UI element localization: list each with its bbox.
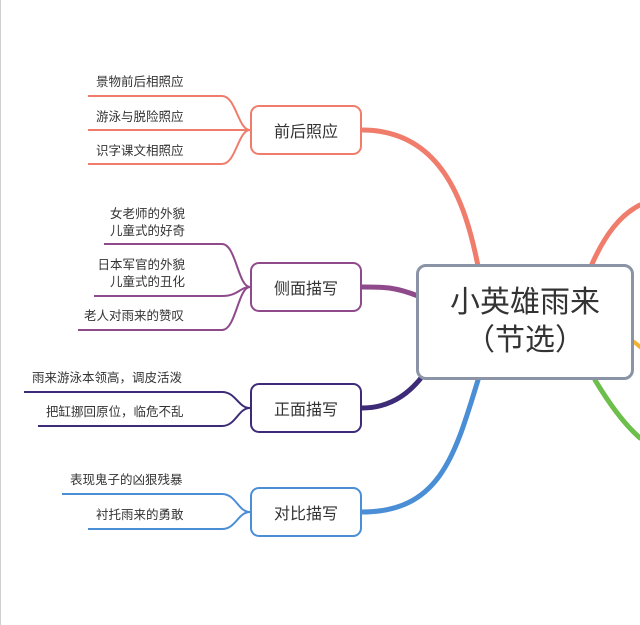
canvas-left-border — [0, 0, 1, 625]
leaf-text: 景物前后相照应 — [96, 74, 184, 89]
leaf-text: 衬托雨来的勇敢 — [96, 507, 184, 522]
leaf-node[interactable]: 表现鬼子的凶狠残暴 — [70, 471, 183, 488]
leaf-text: 把缸挪回原位，临危不乱 — [46, 404, 184, 419]
connector-center-to-duibi — [359, 377, 481, 515]
central-topic-subtitle: （节选） — [465, 323, 585, 358]
leaf-text: 雨来游泳本领高，调皮活泼 — [32, 370, 183, 385]
leaf-text: 儿童式的好奇 — [109, 223, 185, 238]
connector-center-to-cemian — [359, 284, 421, 299]
leaf-text: 识字课文相照应 — [96, 143, 184, 158]
leaf-text: 日本军官的外貌 — [97, 257, 185, 272]
topic-duibi-miaoxie[interactable]: 对比描写 — [250, 487, 362, 537]
leaf-node[interactable]: 游泳与脱险照应 — [96, 108, 184, 125]
topic-zhengmian-miaoxie[interactable]: 正面描写 — [250, 383, 362, 433]
leaf-node[interactable]: 日本军官的外貌 儿童式的丑化 — [97, 256, 185, 290]
connector-center-to-hidden-right-top — [589, 202, 640, 267]
central-topic-title: 小英雄雨来 — [450, 285, 600, 320]
leaf-node[interactable]: 衬托雨来的勇敢 — [96, 506, 184, 523]
leaf-node[interactable]: 老人对雨来的赞叹 — [84, 307, 184, 324]
leaf-node[interactable]: 把缸挪回原位，临危不乱 — [46, 403, 184, 420]
connector-center-to-zhengmian — [359, 375, 424, 411]
leaf-text: 儿童式的丑化 — [109, 274, 185, 289]
connector-center-to-hidden-right-mid — [632, 340, 640, 349]
zhengmian-leaf-connectors — [24, 391, 251, 427]
leaf-node[interactable]: 识字课文相照应 — [96, 142, 184, 159]
qianhou-leaf-connectors — [88, 95, 251, 165]
connector-center-to-qianhou — [359, 127, 481, 269]
topic-cemian-miaoxie[interactable]: 侧面描写 — [250, 262, 362, 312]
leaf-node[interactable]: 景物前后相照应 — [96, 73, 184, 90]
duibi-leaf-connectors — [62, 493, 251, 530]
leaf-text: 游泳与脱险照应 — [96, 109, 184, 124]
leaf-text: 女老师的外貌 — [109, 206, 185, 221]
central-topic[interactable]: 小英雄雨来 （节选） — [416, 264, 634, 380]
leaf-text: 老人对雨来的赞叹 — [84, 308, 185, 323]
leaf-text: 表现鬼子的凶狠残暴 — [70, 472, 183, 487]
cemian-leaf-connectors — [78, 243, 251, 331]
topic-qianhou-zhaoying[interactable]: 前后照应 — [250, 105, 362, 155]
leaf-node[interactable]: 女老师的外貌 儿童式的好奇 — [110, 205, 185, 239]
connector-center-to-hidden-right-bottom — [592, 377, 640, 441]
leaf-node[interactable]: 雨来游泳本领高，调皮活泼 — [32, 369, 182, 386]
